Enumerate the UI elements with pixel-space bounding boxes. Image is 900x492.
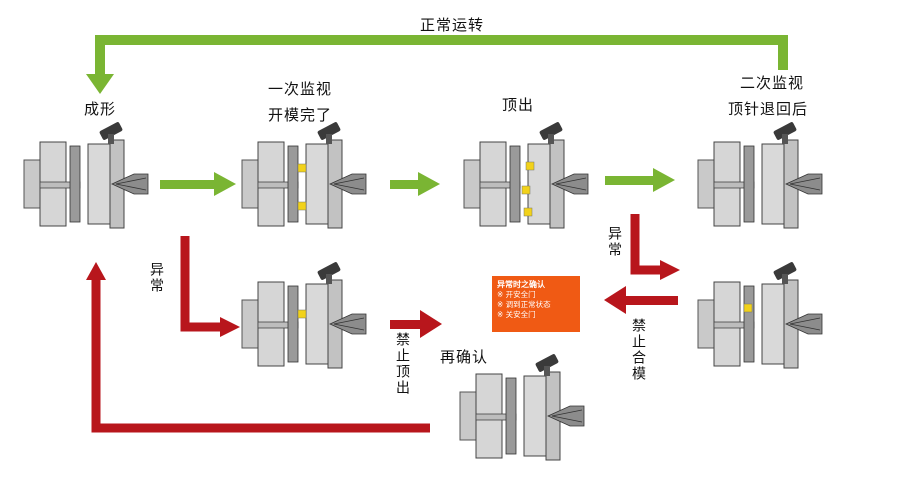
notice-item: ※ 关安全门	[497, 310, 536, 319]
machine-mold-open	[241, 120, 367, 229]
abnormal-arrow-left	[180, 236, 240, 337]
machine-recheck	[459, 352, 585, 461]
notice-title: 异常时之确认	[497, 280, 545, 289]
recheck-return-arrow	[86, 262, 430, 433]
stop-eject-arrow	[390, 310, 442, 338]
normal-operation-label: 正常运转	[420, 16, 485, 34]
stage-second-monitor-label: 二次监视	[740, 74, 805, 92]
stage-pin-retract-label: 顶针退回后	[728, 100, 809, 118]
machine-pin-retract	[697, 120, 823, 229]
stage-first-monitor-label: 一次监视	[268, 80, 333, 98]
machine-abnormal-left	[241, 260, 367, 369]
stop-eject-label: 禁止顶出	[394, 332, 410, 396]
stage-forming-label: 成形	[84, 100, 117, 118]
stop-close-arrow	[604, 286, 678, 314]
abnormal-right-label: 异常	[606, 226, 622, 258]
notice-item: ※ 开安全门	[497, 290, 536, 299]
stage-recheck-label: 再确认	[440, 348, 489, 366]
abnormal-arrow-right	[630, 214, 680, 280]
stage-eject-label: 顶出	[502, 96, 535, 114]
normal-flow-arrow	[390, 172, 440, 196]
machine-forming	[23, 120, 149, 229]
normal-flow-arrow	[605, 168, 675, 192]
normal-loop-arrowhead	[86, 74, 114, 94]
abnormal-left-label: 异常	[148, 262, 164, 294]
machine-eject	[463, 120, 589, 229]
normal-flow-arrow	[160, 172, 236, 196]
stop-close-label: 禁止合模	[630, 318, 646, 382]
machine-abnormal-right	[697, 260, 823, 369]
notice-item: ※ 调到正常状态	[497, 300, 551, 309]
stage-mold-open-label: 开模完了	[268, 106, 333, 124]
abnormal-check-notice: 异常时之确认 ※ 开安全门 ※ 调到正常状态 ※ 关安全门	[492, 276, 580, 332]
normal-loop-arrow	[95, 35, 788, 78]
